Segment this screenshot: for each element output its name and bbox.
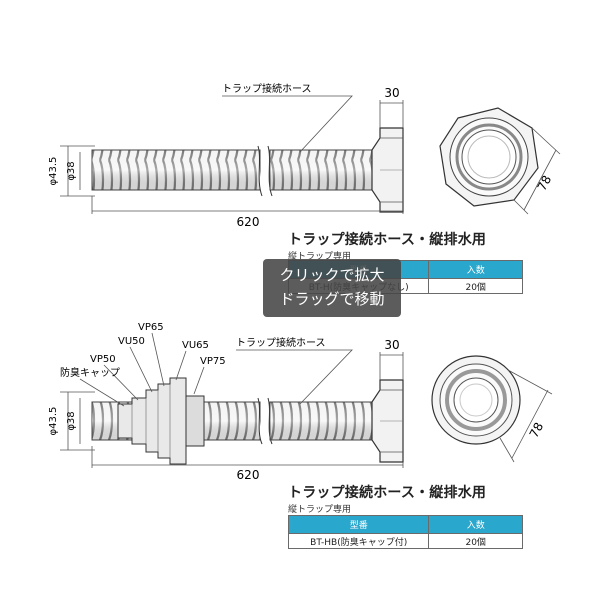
inner-diameter-label: φ38	[66, 411, 77, 430]
step-label-vu50: VU50	[118, 336, 145, 347]
quantity-cell: 20個	[428, 278, 523, 294]
zoom-hint-click: クリックで拡大	[279, 266, 385, 284]
outer-diameter-label: φ43.5	[48, 157, 59, 186]
table-header-row: 型番 入数	[287, 515, 523, 534]
zoom-hint-drag: ドラッグで移動	[279, 290, 385, 308]
quantity-cell: 20個	[428, 533, 523, 549]
length-label: 620	[237, 468, 260, 482]
nut-width-label: 30	[384, 338, 399, 352]
inner-diameter-label: φ38	[66, 161, 77, 180]
column-header: 型番	[287, 515, 430, 534]
step-label-vu65: VU65	[182, 340, 209, 351]
nut-width-label: 30	[384, 86, 399, 100]
odor-cap	[117, 377, 187, 465]
cap-label: 防臭キャップ	[60, 366, 120, 379]
product-subtitle: 縦トラップ専用	[288, 252, 352, 262]
product-subtitle: 縦トラップ専用	[288, 505, 352, 515]
top-hose-diagram: φ43.5 φ38 620 30 トラップ接続ホース	[48, 82, 561, 229]
step-label-vp50: VP50	[90, 354, 116, 365]
hex-size-label: 78	[535, 173, 555, 193]
length-label: 620	[237, 215, 260, 229]
hose-label: トラップ接続ホース	[222, 82, 312, 95]
end-size-label: 78	[527, 420, 547, 440]
product-title: トラップ接続ホース・縦排水用	[288, 485, 487, 501]
spec-table: 型番 入数 BT-HB(防臭キャップ付) 20個	[287, 515, 523, 549]
step-label-vp65: VP65	[138, 322, 164, 333]
product-title: トラップ接続ホース・縦排水用	[288, 232, 487, 248]
model-cell: BT-HB(防臭キャップ付)	[287, 533, 430, 549]
end-view-hex	[439, 107, 539, 207]
column-header: 入数	[428, 515, 523, 534]
table-row: BT-HB(防臭キャップ付) 20個	[287, 533, 523, 549]
end-view-round	[431, 355, 521, 445]
zoom-overlay[interactable]: クリックで拡大 ドラッグで移動	[263, 259, 401, 317]
hose-label: トラップ接続ホース	[236, 336, 326, 349]
bottom-hose-diagram: φ43.5 φ38 620 30 トラップ接続ホー	[48, 322, 553, 482]
step-label-vp75: VP75	[200, 356, 226, 367]
column-header: 入数	[428, 260, 523, 279]
outer-diameter-label: φ43.5	[48, 407, 59, 436]
